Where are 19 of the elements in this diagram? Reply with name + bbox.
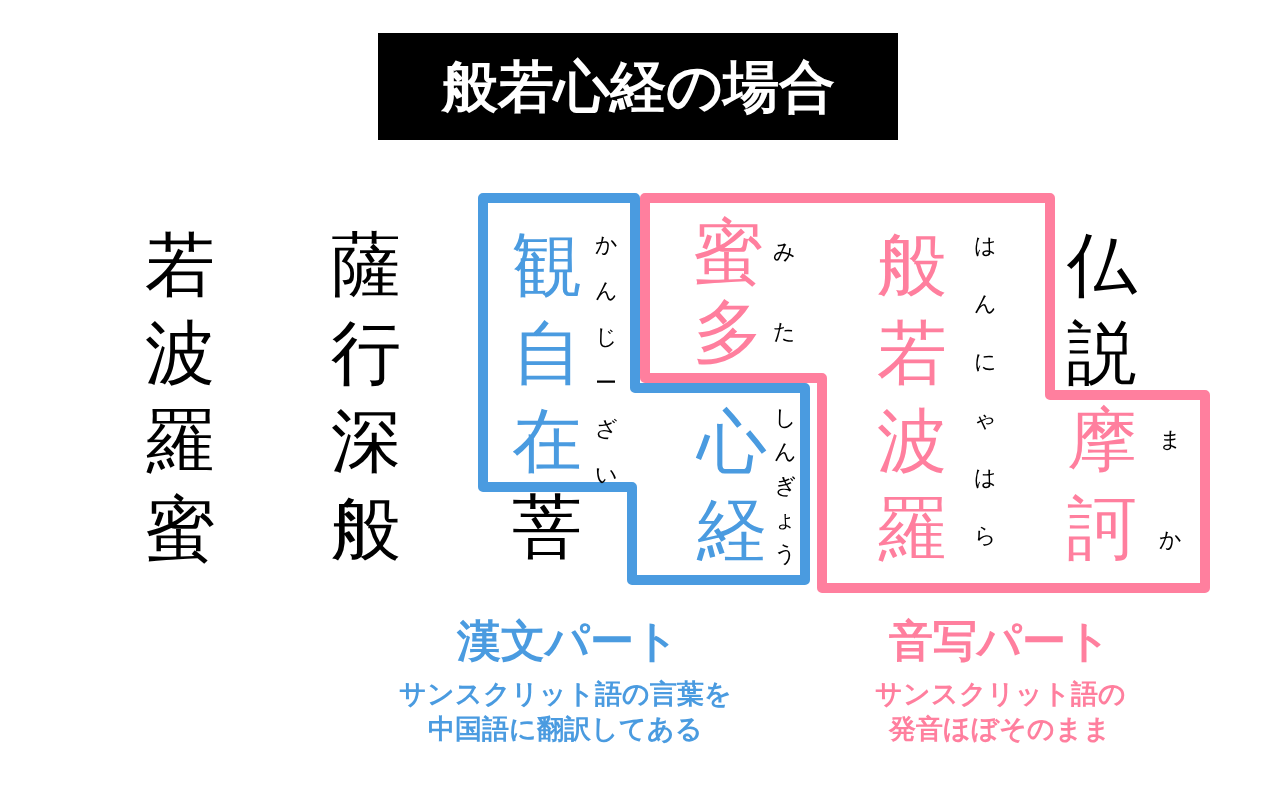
title-banner: 般若心経の場合 [378, 33, 898, 140]
furigana-text: かんじーざい [593, 231, 619, 489]
furigana-text: みた [771, 238, 797, 346]
kanji-text: 心経 [695, 400, 768, 573]
part-description: サンスクリット語の言葉を中国語に翻訳してある [397, 677, 733, 747]
furigana-text: しんぎょう [772, 404, 798, 568]
furigana-text: はんにゃはら [972, 232, 998, 550]
kanji-text: 仏説 [1066, 223, 1138, 396]
kanji-text: 摩訶 [1066, 398, 1138, 571]
part-heading: 音写パート [888, 614, 1112, 668]
part-description: サンスクリット語の発音ほぼそのまま [873, 677, 1127, 747]
kanji-text: 観自在 [511, 223, 583, 484]
kanji-text: 薩行深般 [330, 223, 402, 572]
kanji-text: 蜜多 [692, 212, 764, 372]
furigana-text: まか [1157, 426, 1183, 554]
kanji-text: 般若波羅 [876, 223, 948, 572]
part-heading: 漢文パート [456, 614, 680, 668]
kanji-text: 若波羅蜜 [144, 223, 216, 572]
kanji-text: 菩 [511, 485, 583, 570]
